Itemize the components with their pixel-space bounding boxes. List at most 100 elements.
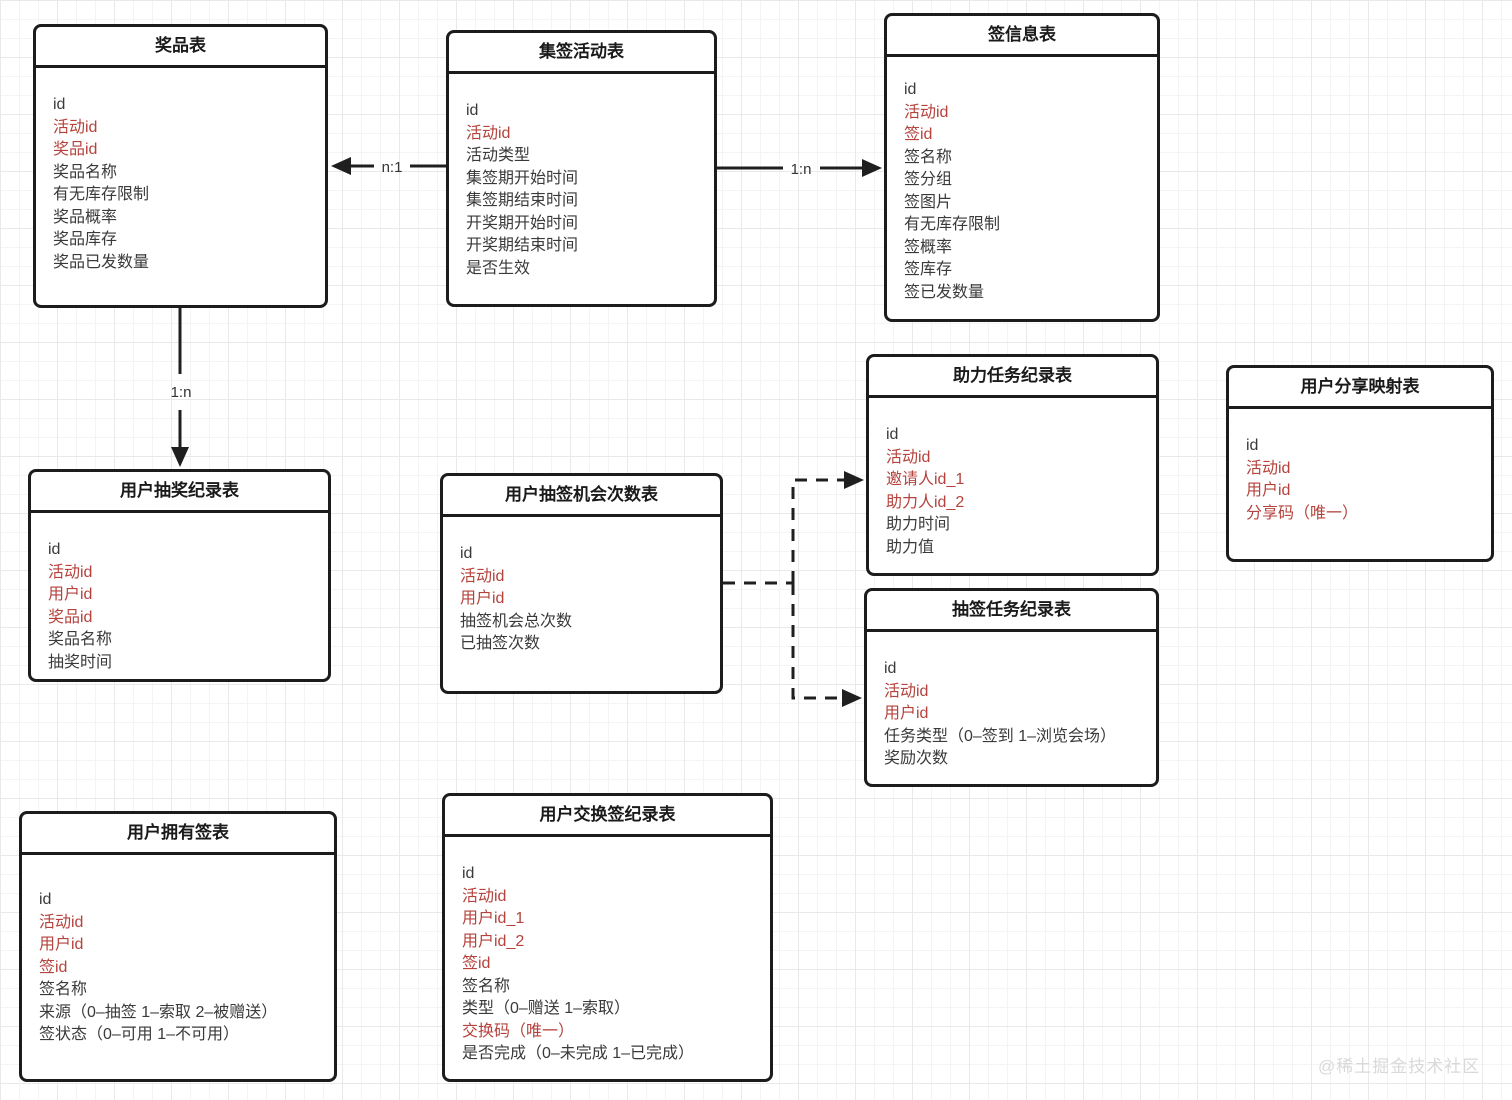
field-key: 用户id: [1246, 482, 1291, 499]
field-key: 邀请人id_1: [886, 471, 965, 488]
cardinality-label: 1:n: [791, 161, 812, 178]
field: 奖励次数: [884, 750, 949, 767]
entity-prize-table: 奖品表 id 活动id 奖品id 奖品名称有无库存限制奖品概率奖品库存奖品已发数量: [33, 24, 328, 308]
cardinality-label: 1:n: [171, 384, 192, 401]
field: id: [904, 81, 917, 98]
field-key: 助力人id_2: [886, 493, 965, 511]
entity-title: 用户分享映射表: [1229, 368, 1491, 409]
connector-collect-activity-to-prize: n:1: [331, 157, 446, 176]
field: 抽奖时间: [48, 653, 113, 671]
entity-title: 集签活动表: [449, 33, 714, 74]
entity-title: 用户拥有签表: [22, 814, 334, 855]
field-key: 用户id: [884, 705, 929, 722]
entity-draw-sign-task-record-table: 抽签任务纪录表 id 活动id 用户id 任务类型（0–签到 1–浏览会场） 奖励次数: [864, 588, 1159, 787]
field: 开奖期开始时间: [466, 214, 579, 232]
entity-title: 助力任务纪录表: [869, 357, 1156, 398]
field-key: 活动id: [460, 567, 505, 585]
field: 任务类型（0–签到 1–浏览会场）: [884, 727, 1117, 745]
field-key: 用户id_2: [462, 932, 525, 950]
field: 奖品名称: [48, 631, 113, 648]
field: 集签期结束时间: [466, 192, 579, 209]
field: 活动类型: [466, 147, 531, 164]
field: id: [48, 541, 61, 558]
field: 奖品概率: [53, 208, 118, 226]
field: 奖品名称: [53, 163, 118, 181]
entity-title: 用户交换签纪录表: [445, 796, 770, 837]
entity-fields: id 活动id 用户id 抽签机会总次数已抽签次数: [443, 517, 720, 656]
field: id: [1246, 437, 1259, 454]
entity-fields: id 活动id 奖品id 奖品名称有无库存限制奖品概率奖品库存奖品已发数量: [36, 68, 325, 274]
field: 奖品已发数量: [53, 253, 150, 271]
entity-user-share-map-table: 用户分享映射表 id 活动id 用户id 分享码（唯一）: [1226, 365, 1494, 562]
field: 是否完成（0–未完成 1–已完成）: [462, 1045, 695, 1062]
entity-fields: id 活动id 用户id_1 用户id_2 签id 签名称类型（0–赠送 1–索取） 交换码…: [445, 837, 770, 1066]
entity-title: 签信息表: [887, 16, 1157, 57]
field: 助力时间: [886, 516, 951, 533]
field: 签概率: [904, 238, 953, 256]
field: id: [466, 102, 479, 119]
field: 抽签机会总次数: [460, 612, 573, 630]
field-key: 分享码（唯一）: [1246, 504, 1359, 522]
watermark: @稀土掘金技术社区: [1318, 1057, 1481, 1076]
connector-chance-to-draw-task-record: [791, 583, 862, 707]
field-key: 签id: [462, 955, 491, 972]
field-key: 活动id: [886, 448, 931, 466]
entity-title: 抽签任务纪录表: [867, 591, 1156, 632]
field: 签图片: [904, 193, 953, 211]
field: 签名称: [904, 148, 953, 166]
field: 类型（0–赠送 1–索取）: [462, 1000, 631, 1017]
field: 是否生效: [466, 259, 531, 277]
field: id: [53, 96, 66, 113]
connector-collect-activity-to-sign-info: 1:n: [717, 159, 882, 178]
field-key: 活动id: [53, 118, 98, 136]
field-key: 活动id: [466, 124, 511, 142]
field: 签名称: [462, 977, 511, 995]
field: id: [462, 865, 475, 882]
entity-collect-sign-activity-table: 集签活动表 id 活动id 活动类型集签期开始时间集签期结束时间开奖期开始时间开奖期…: [446, 30, 717, 307]
entity-sign-info-table: 签信息表 id 活动id 签id 签名称签分组签图片有无库存限制签概率签库存签已发数量: [884, 13, 1160, 322]
field: 签名称: [39, 981, 88, 998]
entity-user-draw-chance-count-table: 用户抽签机会次数表 id 活动id 用户id 抽签机会总次数已抽签次数: [440, 473, 723, 694]
entity-fields: id 活动id 用户id 任务类型（0–签到 1–浏览会场） 奖励次数: [867, 632, 1156, 771]
field-key: 签id: [39, 958, 68, 976]
field-key: 活动id: [462, 887, 507, 905]
field-key: 活动id: [48, 563, 93, 581]
field: 奖品库存: [53, 231, 118, 248]
field-key: 用户id_1: [462, 910, 525, 927]
field: id: [884, 660, 897, 677]
field-key: 活动id: [39, 913, 84, 931]
entity-user-exchange-sign-record-table: 用户交换签纪录表 id 活动id 用户id_1 用户id_2 签id 签名称类型（0–赠送…: [442, 793, 773, 1082]
entity-title: 用户抽奖纪录表: [31, 472, 328, 513]
field: 有无库存限制: [53, 186, 150, 203]
field: 签已发数量: [904, 283, 985, 301]
field-key: 活动id: [1246, 459, 1291, 477]
field: 有无库存限制: [904, 216, 1001, 233]
field: 签库存: [904, 261, 953, 278]
field: 已抽签次数: [460, 635, 541, 652]
field-key: 签id: [904, 126, 933, 143]
connector-prize-to-user-draw-record: 1:n: [171, 308, 192, 467]
field: 开奖期结束时间: [466, 237, 579, 254]
field-key: 用户id: [39, 936, 84, 953]
entity-title: 奖品表: [36, 27, 325, 68]
field: id: [886, 426, 899, 443]
field: 签分组: [904, 171, 953, 188]
connector-chance-to-assist-record: [723, 471, 864, 585]
field: 助力值: [886, 538, 935, 556]
entity-title: 用户抽签机会次数表: [443, 476, 720, 517]
entity-fields: id 活动id 用户id 分享码（唯一）: [1229, 409, 1491, 525]
field-key: 交换码（唯一）: [462, 1022, 575, 1040]
field: 来源（0–抽签 1–索取 2–被赠送）: [39, 1003, 278, 1021]
field: id: [460, 545, 473, 562]
field-key: 用户id: [460, 590, 505, 607]
field-key: 活动id: [904, 103, 949, 121]
field: 集签期开始时间: [466, 169, 579, 187]
field-key: 奖品id: [53, 141, 98, 158]
cardinality-label: n:1: [382, 159, 403, 176]
field-key: 活动id: [884, 682, 929, 700]
